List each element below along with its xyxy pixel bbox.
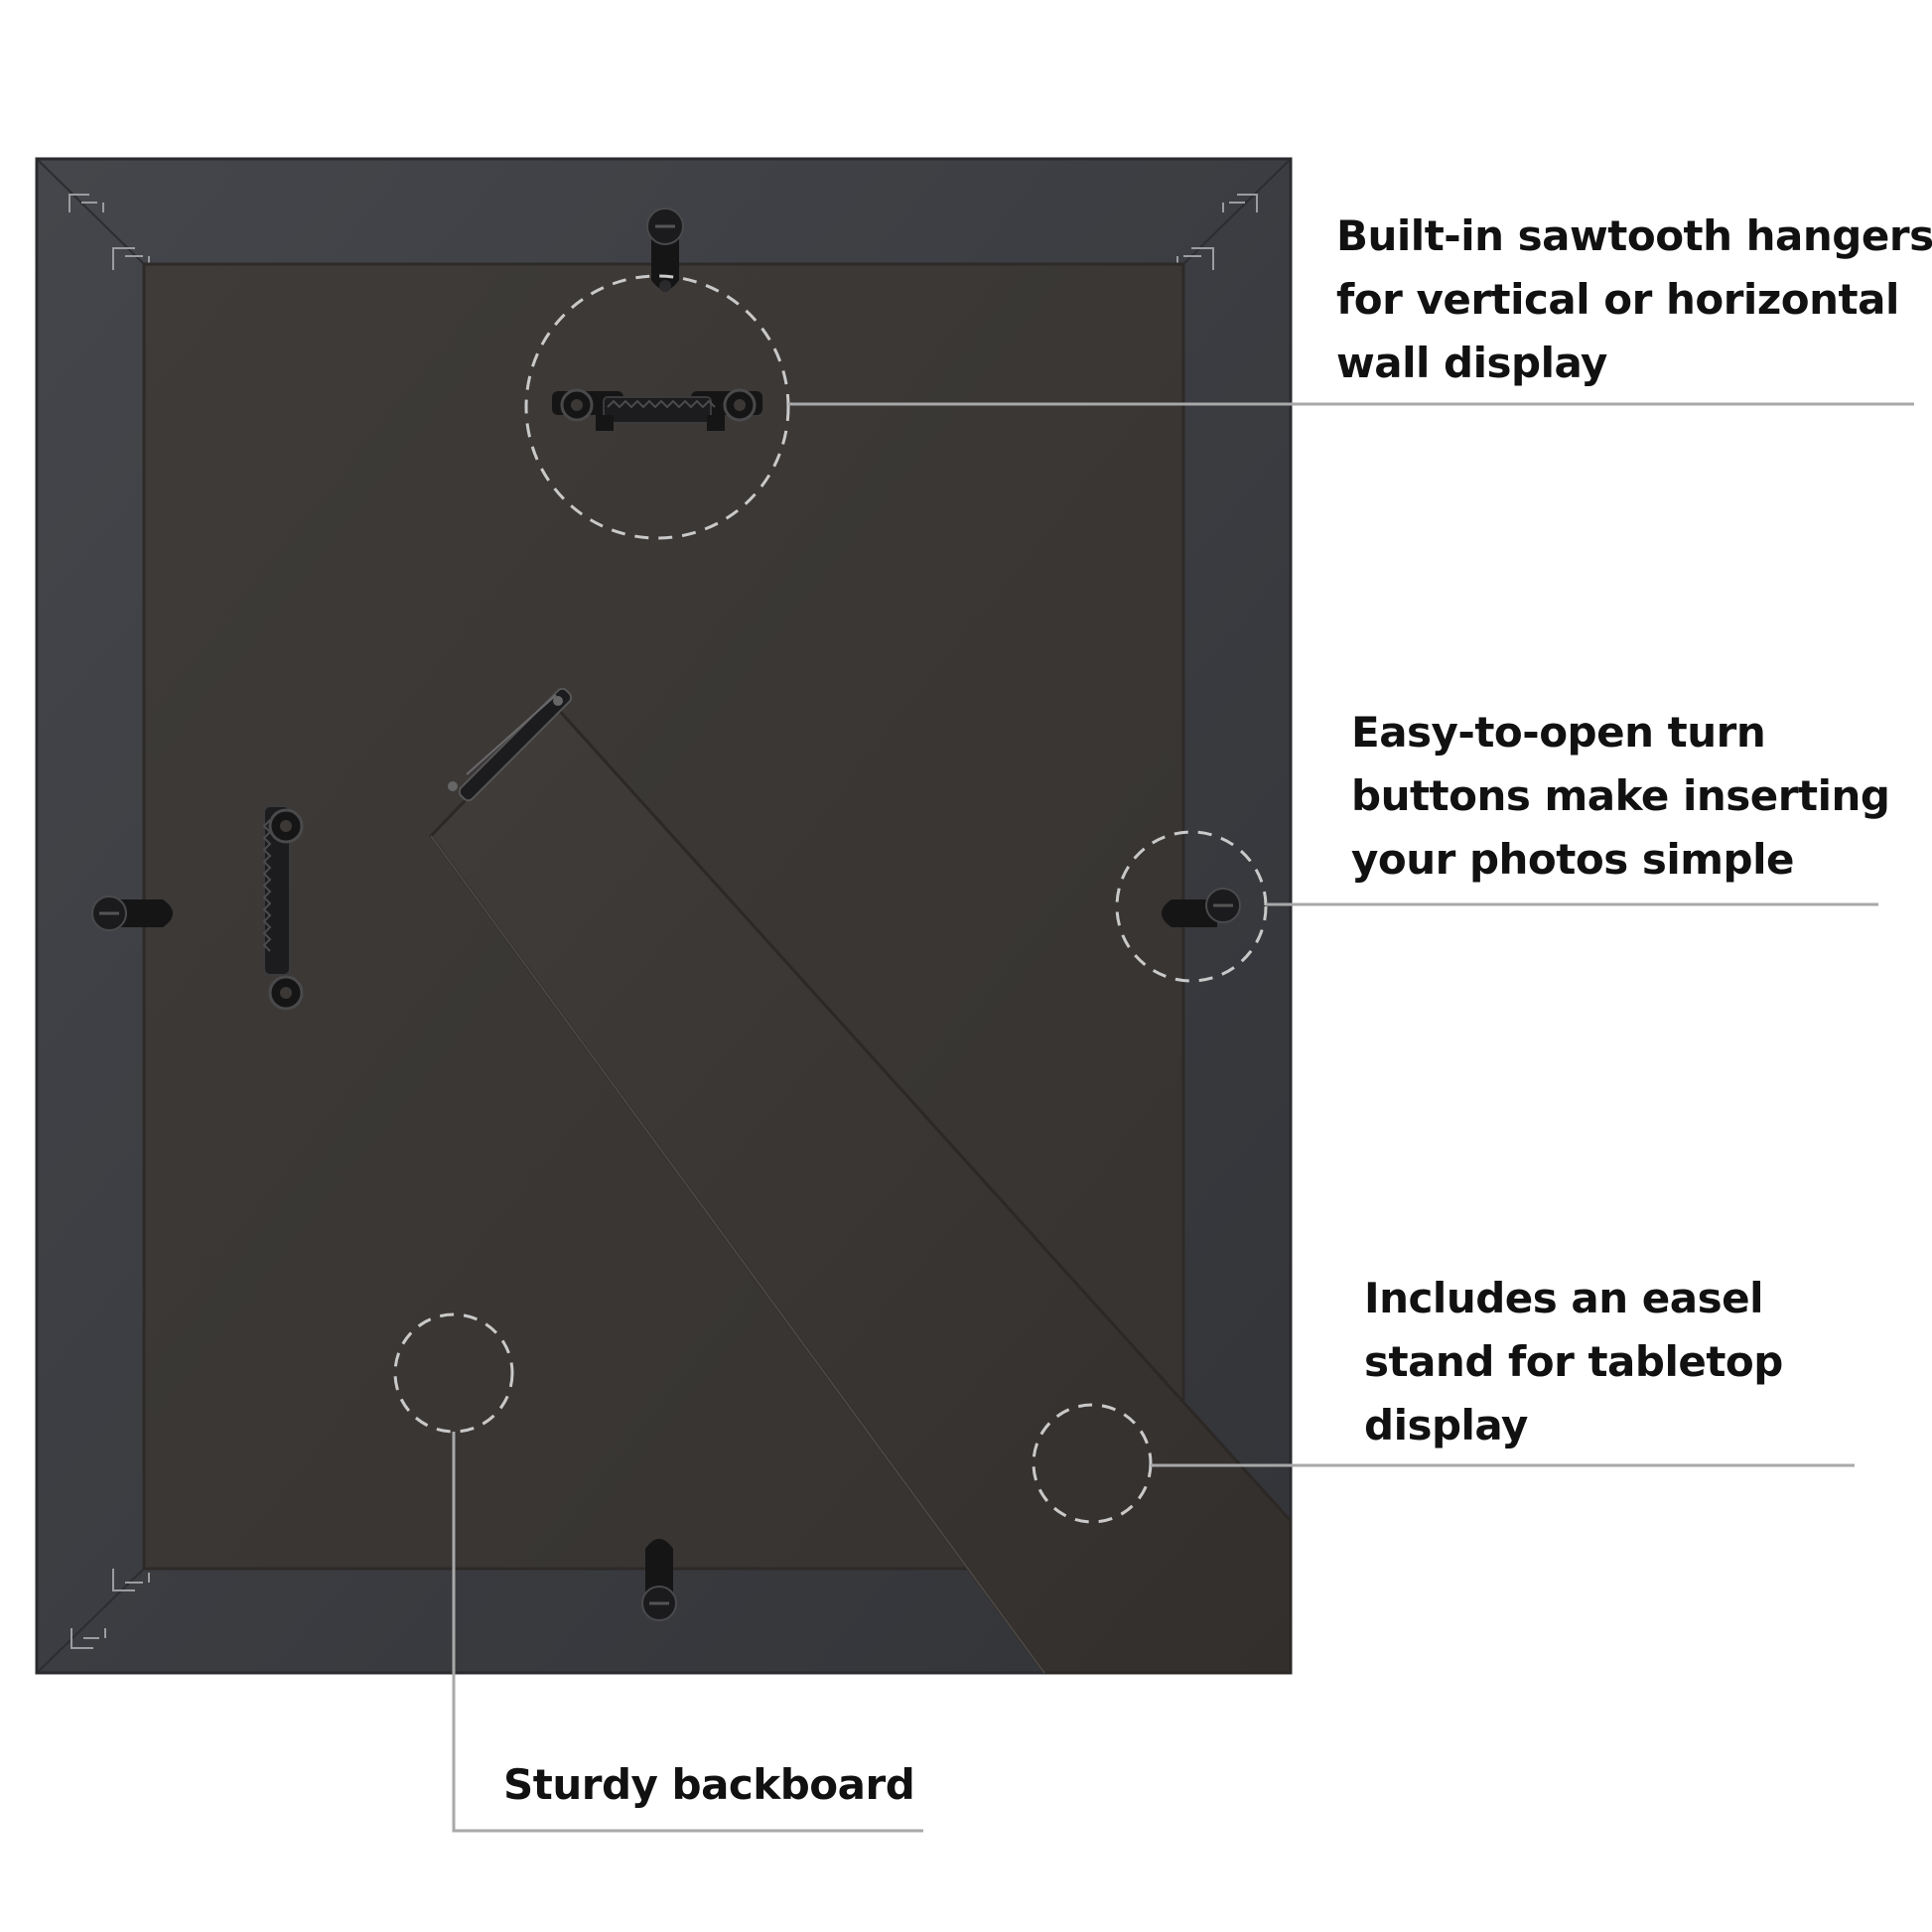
hanger-highlight-circle: [524, 274, 790, 540]
easel-highlight-circle: [1032, 1403, 1153, 1524]
backboard-highlight-circle: [393, 1312, 514, 1434]
leader-lines: [452, 402, 1914, 1833]
corner-staples-bottom-left: [70, 1569, 150, 1649]
hinge-icon: [448, 687, 573, 802]
callout-line: Easy-to-open turn: [1351, 708, 1766, 757]
turn-button-icon: [1162, 888, 1241, 927]
backboard-callout-text: Sturdy backboard: [503, 1753, 915, 1817]
callout-line: buttons make inserting: [1351, 771, 1890, 820]
hangers-callout-text: Built-in sawtooth hangers for vertical o…: [1336, 205, 1932, 395]
turn-button-icon: [91, 896, 173, 931]
turn-button-icon: [641, 1539, 677, 1621]
backboard-leader-line: [452, 1432, 923, 1833]
sawtooth-hanger-icon: [262, 805, 304, 1011]
callout-line: stand for tabletop: [1364, 1337, 1783, 1386]
highlight-circles: [393, 274, 1268, 1524]
callout-line: display: [1364, 1401, 1528, 1449]
callout-line: wall display: [1336, 339, 1607, 387]
callout-line: Built-in sawtooth hangers: [1336, 211, 1932, 260]
turn-button-highlight-circle: [1115, 830, 1268, 983]
callout-line: Sturdy backboard: [503, 1760, 915, 1809]
callout-line: Includes an easel: [1364, 1274, 1763, 1322]
corner-staples-top-right: [1176, 194, 1258, 270]
callout-line: for vertical or horizontal: [1336, 275, 1899, 324]
easel-callout-text: Includes an easel stand for tabletop dis…: [1364, 1267, 1783, 1457]
turn-buttons-callout-text: Easy-to-open turn buttons make inserting…: [1351, 701, 1890, 892]
turn-button-icon: [646, 207, 684, 292]
sawtooth-hanger-icon: [552, 388, 762, 431]
callout-line: your photos simple: [1351, 835, 1794, 884]
